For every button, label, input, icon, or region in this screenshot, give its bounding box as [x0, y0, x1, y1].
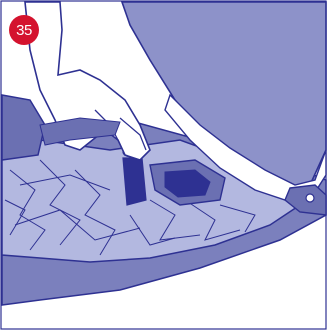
- step-number-badge: 35: [9, 15, 39, 45]
- post-part: [123, 158, 146, 205]
- hinge-pin: [306, 194, 314, 202]
